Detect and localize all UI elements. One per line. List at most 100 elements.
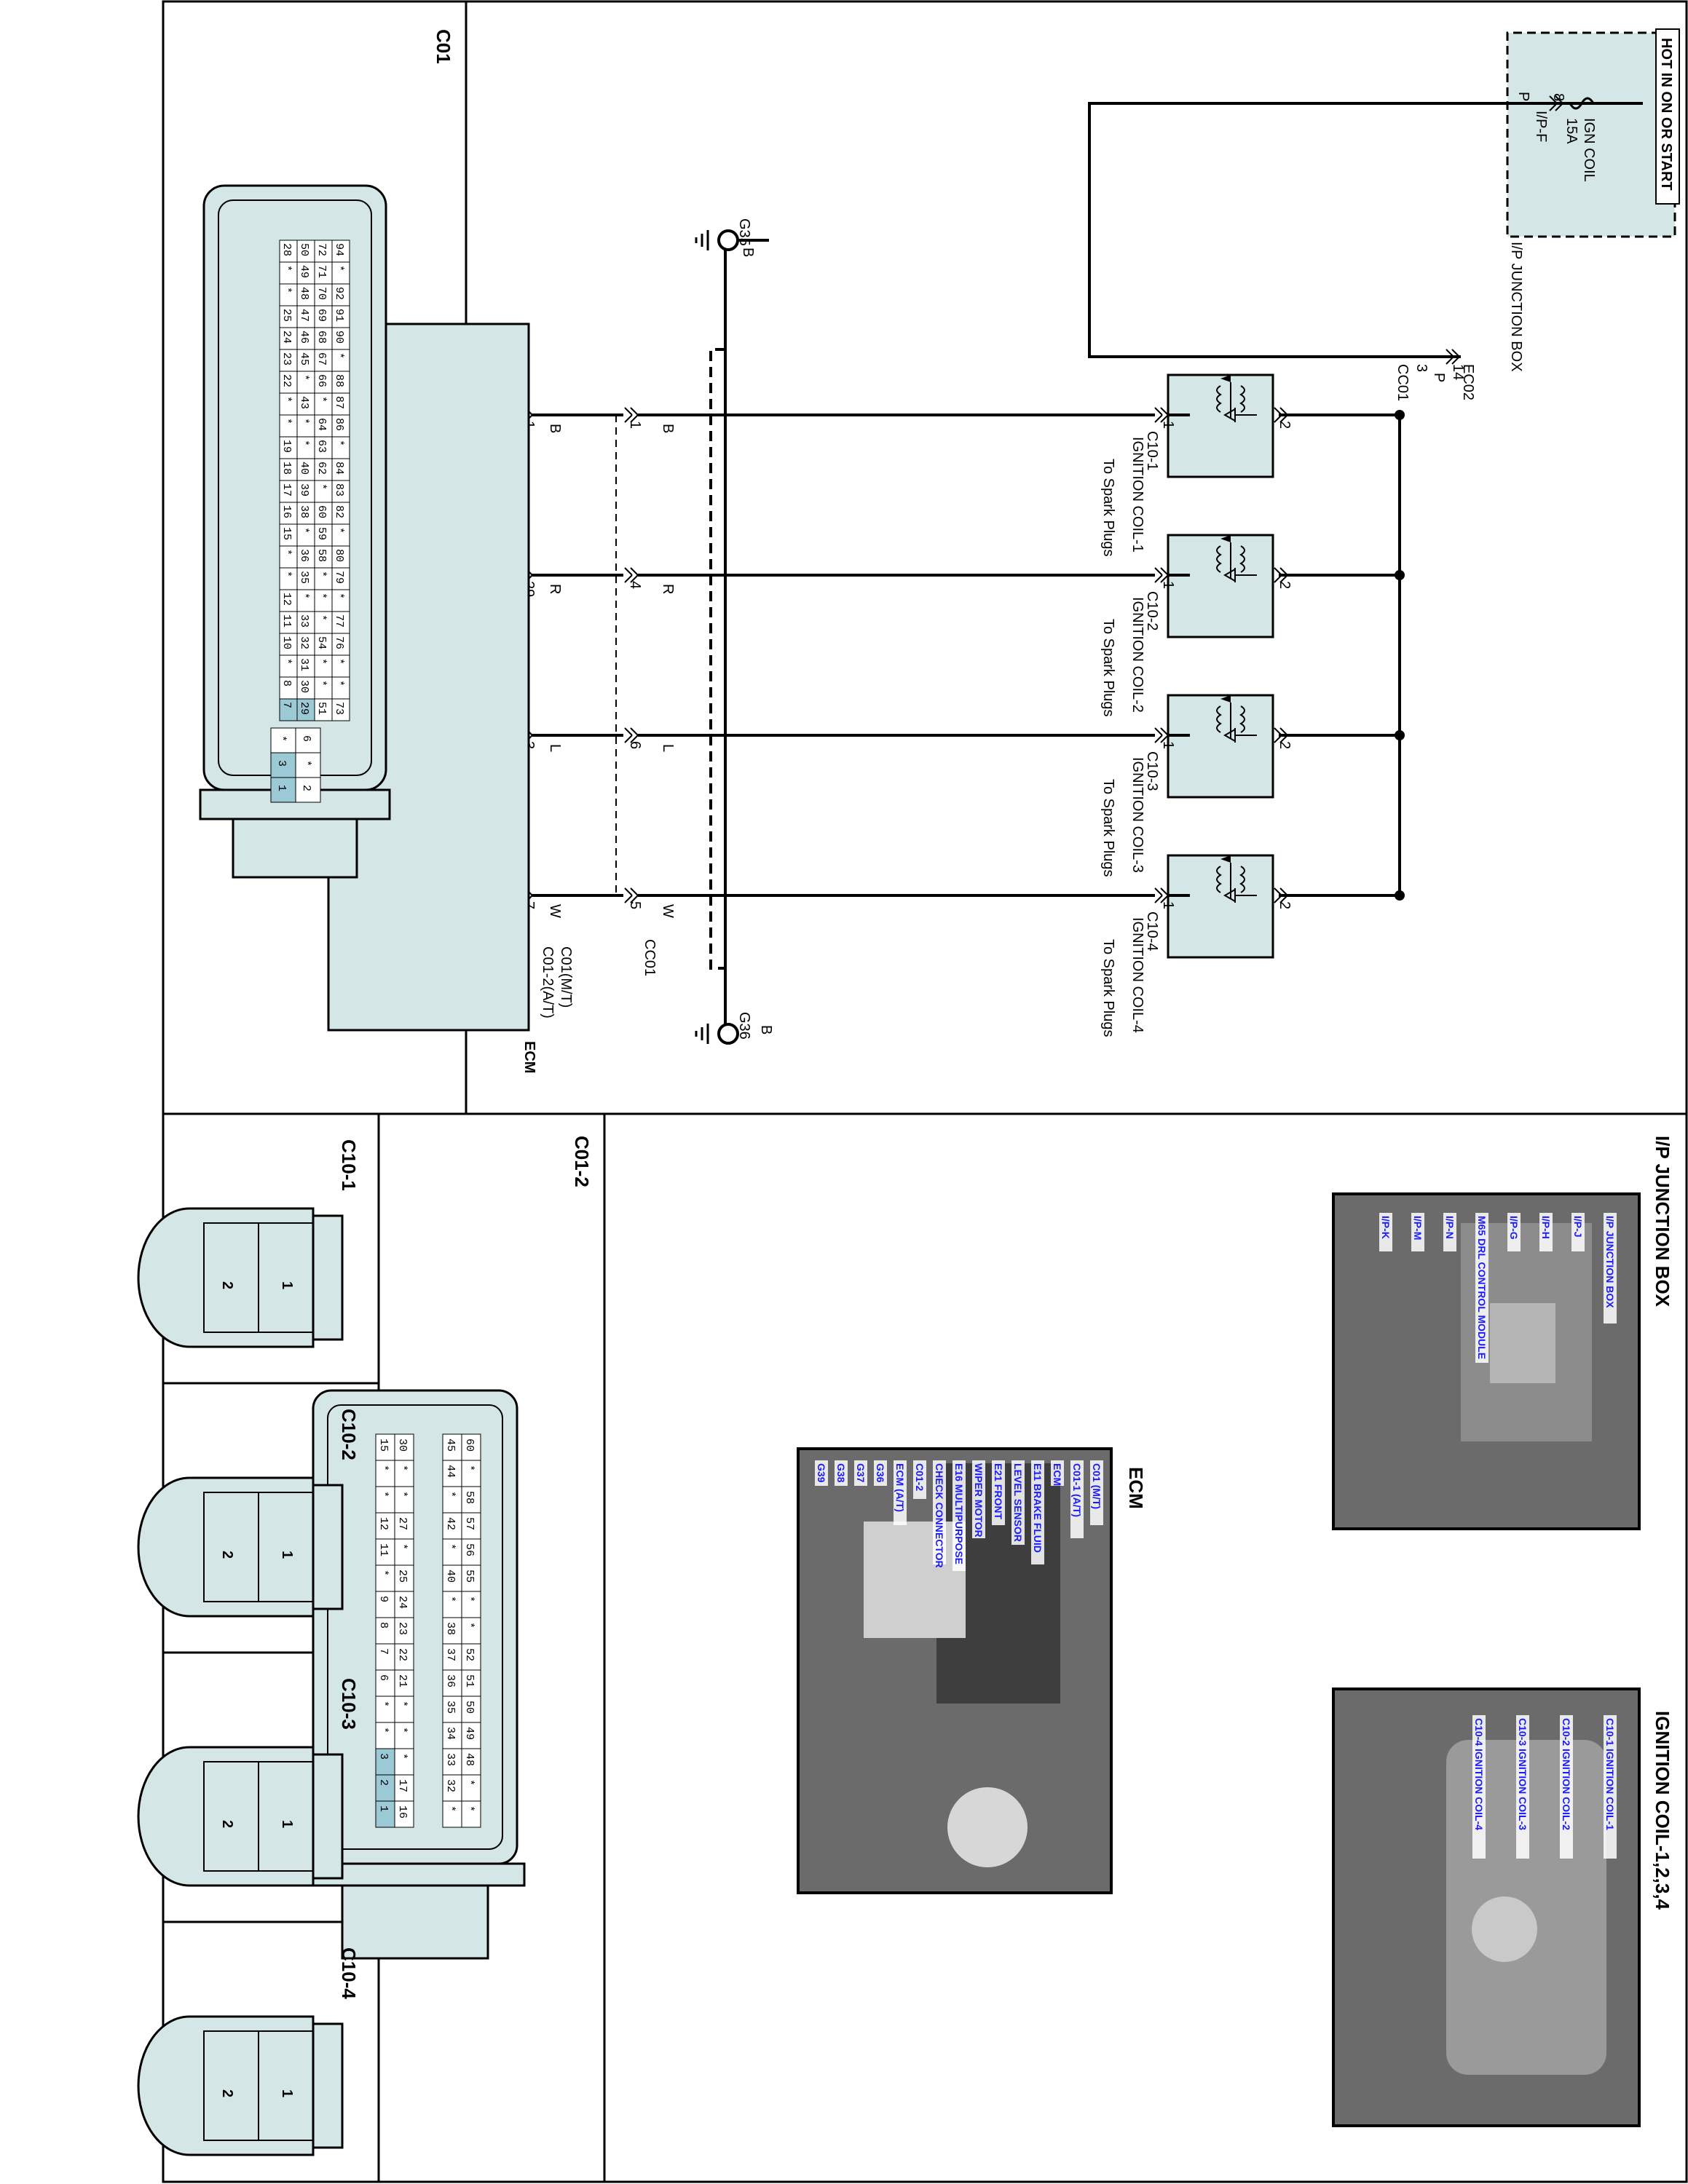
spark-label: To Spark Plugs — [1100, 459, 1116, 557]
c01-pin-label: 43 — [298, 396, 310, 409]
c01-pin-label: 63 — [315, 440, 328, 453]
c01-pin-label: * — [333, 352, 345, 359]
c01-pin-label: * — [315, 680, 328, 687]
c01-pin-label: 67 — [315, 352, 328, 365]
g36-label: G36 — [736, 1012, 752, 1040]
c012-pin-label: * — [463, 1779, 476, 1786]
c01-side-label: * — [300, 760, 312, 767]
c012-pin-label: 15 — [377, 1439, 390, 1452]
chevron-c10-bot — [1154, 727, 1169, 743]
spark-label: To Spark Plugs — [1100, 779, 1116, 877]
c01-pin-label: 51 — [315, 702, 328, 715]
c012-pin-label: 16 — [396, 1805, 409, 1819]
c01-pin-label: 25 — [280, 309, 293, 322]
coil-pin-top: 2 — [1277, 421, 1293, 429]
c012-pin-label: * — [396, 1543, 409, 1550]
c01-pin-label: 83 — [333, 483, 345, 496]
g36-wire: B — [758, 1025, 774, 1034]
c01-pin-label: 7 — [280, 702, 293, 708]
c012-pin-label: 57 — [463, 1517, 476, 1530]
c01-pin-label: * — [298, 440, 310, 446]
c01-pin-label: 73 — [333, 702, 345, 715]
c01-pin-label: 91 — [333, 309, 345, 322]
coil-conn-bot: C10-1 — [1144, 431, 1160, 470]
c01-pin-label: 79 — [333, 571, 345, 584]
c10-title: C10-2 — [338, 1409, 360, 1460]
c012-pin-label: * — [444, 1491, 457, 1497]
c01-pin-label: 94 — [333, 243, 345, 256]
coil-pin-bot: 1 — [1160, 421, 1176, 429]
wire-color-bot: B — [547, 424, 563, 433]
c01-panel: C01 94*929190*888786*848382*8079*7776**7… — [199, 29, 454, 879]
c01-pin-label: * — [280, 571, 293, 577]
c01-pin-label: 11 — [280, 614, 293, 628]
shield-dashed — [709, 348, 725, 970]
c01-pin-cell — [279, 698, 298, 721]
c012-pin-label: 37 — [444, 1648, 457, 1661]
c01-side-label: 2 — [300, 785, 312, 791]
photo-callout: CHECK CONNECTOR — [934, 1463, 945, 1568]
c01-pin-label: * — [315, 483, 328, 490]
photo-callout: ECM — [1052, 1463, 1063, 1486]
c01-at-label: C01-2(A/T) — [540, 946, 556, 1018]
c01-pin-label: 8 — [280, 680, 293, 687]
c01-pin-label: 47 — [298, 309, 310, 322]
c012-pin-label: * — [396, 1465, 409, 1471]
c01-pin-label: * — [298, 527, 310, 534]
c012-pin-label: * — [377, 1727, 390, 1733]
c01-pin-label: 54 — [315, 636, 328, 649]
coil-pin-top: 2 — [1277, 741, 1293, 749]
c01-side-label: 6 — [300, 735, 312, 742]
chevron-c10-bot — [1154, 407, 1169, 423]
cc01-pin: 6 — [627, 741, 643, 749]
c01-pin-label: 58 — [315, 549, 328, 562]
c01-pin-label: 59 — [315, 527, 328, 540]
wire-color-bot: W — [547, 904, 563, 918]
photo-ecm-title: ECM — [1125, 1467, 1147, 1509]
photo-callout: G36 — [875, 1463, 886, 1483]
c10-shell — [137, 1207, 315, 1348]
coil-pin-bot: 1 — [1160, 581, 1176, 589]
c012-shell — [312, 1389, 518, 1865]
c012-pin-label: 42 — [444, 1517, 457, 1530]
chevron-cc01 — [624, 407, 639, 423]
c01-pin-label: 40 — [298, 462, 310, 475]
photo-callout: G38 — [835, 1463, 847, 1483]
hot-label-box — [1655, 28, 1680, 205]
photo-coil-title: IGNITION COIL-1,2,3,4 — [1652, 1711, 1673, 1910]
c10-pin-1: 1 — [279, 1551, 295, 1559]
c012-pin-label: 50 — [463, 1701, 476, 1714]
photo-callout: C10-3 IGNITION COIL-3 — [1517, 1718, 1529, 1830]
c012-pin-label: 23 — [396, 1622, 409, 1635]
c012-pin-label: 3 — [377, 1753, 390, 1760]
fuse-icon — [1569, 97, 1595, 110]
c01-pin-label: * — [315, 396, 328, 403]
chevron-c10-top — [1274, 567, 1288, 583]
c01-pin-label: 39 — [298, 483, 310, 496]
c01-pin-label: 88 — [333, 374, 345, 387]
c012-pin-label: 25 — [396, 1570, 409, 1583]
c01-pin-label: 22 — [280, 374, 293, 387]
c10-shell — [137, 1746, 315, 1887]
ecm-label: ECM — [521, 1041, 537, 1073]
c01-pin-label: 12 — [280, 593, 293, 606]
connector-chevron-ipf — [1549, 95, 1563, 111]
c10-pin-2: 2 — [219, 1820, 235, 1828]
chevron-c10-top — [1274, 887, 1288, 903]
c01-title: C01 — [433, 29, 454, 64]
c012-pin-cell — [442, 1800, 462, 1828]
c01-pin-label: 48 — [298, 287, 310, 300]
chevron-c10-top — [1274, 407, 1288, 423]
c01-pin-label: 86 — [333, 418, 345, 431]
coil-winding-icon — [1216, 866, 1245, 893]
c012-pin-label: 17 — [396, 1779, 409, 1792]
wire-color-top: R — [660, 584, 676, 594]
chevron-c10-top — [1274, 727, 1288, 743]
c012-pin-label: * — [396, 1727, 409, 1733]
c01-pin-label: * — [333, 527, 345, 534]
c012-pin-label: * — [463, 1805, 476, 1812]
c012-pin-label: 55 — [463, 1570, 476, 1583]
c012-pin-label: * — [444, 1596, 457, 1602]
c10-shell — [137, 2015, 315, 2156]
